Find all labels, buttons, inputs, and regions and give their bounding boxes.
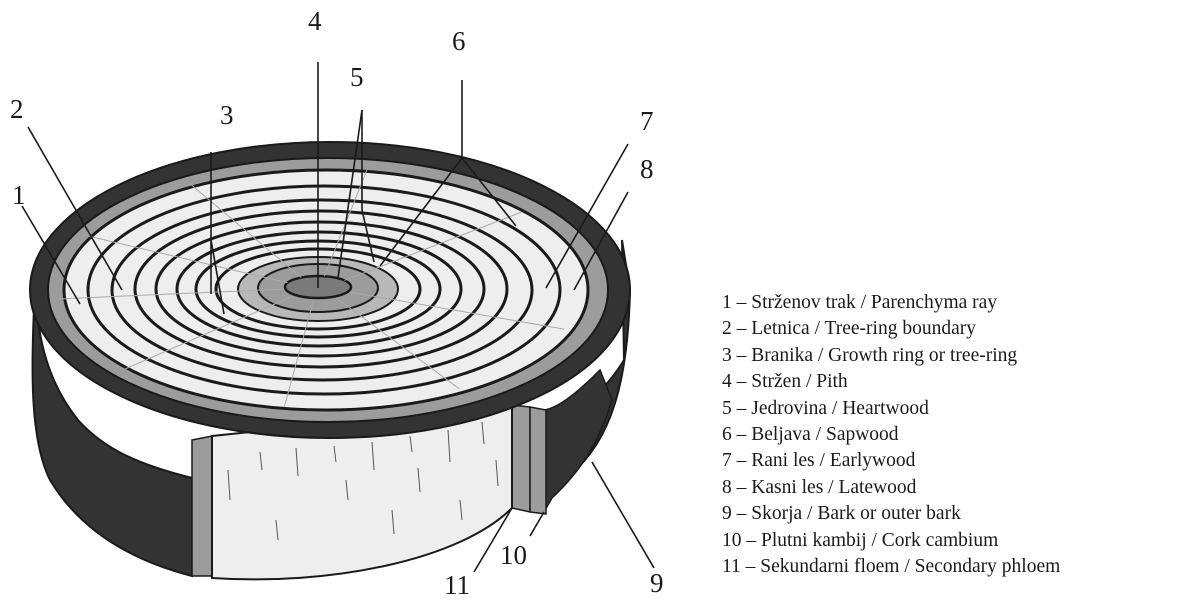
tree-rings — [86, 184, 562, 396]
parenchyma-ray-line — [344, 211, 522, 281]
legend-item-6: 6 – Beljava / Sapwood — [722, 424, 899, 446]
label-10: 10 — [500, 540, 527, 570]
label-4: 4 — [308, 6, 322, 36]
leader-11 — [473, 507, 513, 573]
leader-1 — [21, 205, 81, 305]
parenchyma-ray-line — [189, 183, 302, 278]
cambium-right-strip — [529, 406, 547, 515]
label-7: 7 — [640, 106, 654, 136]
legend: 1 – Strženov trak / Parenchyma ray 2 – L… — [722, 290, 1060, 580]
label-3: 3 — [220, 100, 234, 130]
legend-item-8: 8 – Kasni les / Latewood — [722, 476, 917, 498]
wood-grain-lines — [227, 421, 499, 541]
label-6: 6 — [452, 26, 466, 56]
bark-right-cut-face — [543, 368, 613, 515]
leader-3b — [210, 239, 225, 315]
legend-item-9: 9 – Skorja / Bark or outer bark — [722, 503, 961, 525]
leader-lines — [21, 62, 655, 573]
legend-item-5: 5 – Jedrovina / Heartwood — [722, 397, 929, 419]
phloem-side — [191, 404, 547, 577]
leader-5a — [337, 109, 363, 279]
phloem-right-strip — [511, 404, 531, 513]
phloem-left-strip — [191, 435, 213, 577]
number-labels: 1 2 3 4 5 6 7 8 9 10 11 — [10, 6, 664, 600]
leader-7 — [545, 143, 629, 289]
legend-item-1: 1 – Strženov trak / Parenchyma ray — [722, 292, 998, 313]
legend-item-2: 2 – Letnica / Tree-ring boundary — [722, 318, 976, 340]
wood-side-fill — [211, 403, 513, 581]
leader-8 — [573, 191, 629, 291]
label-11: 11 — [444, 570, 470, 600]
parenchyma-ray-line — [57, 288, 285, 300]
legend-item-3: 3 – Branika / Growth ring or tree-ring — [722, 344, 1018, 366]
label-9: 9 — [650, 568, 664, 598]
bark-left-side — [31, 269, 193, 578]
tree-ring-boundary — [110, 198, 534, 382]
label-5: 5 — [350, 62, 364, 92]
leader-9 — [591, 461, 655, 569]
wood-side-face — [211, 403, 513, 581]
top-face — [29, 141, 631, 439]
legend-item-11: 11 – Sekundarni floem / Secondary phloem — [722, 556, 1061, 578]
parenchyma-ray-line — [283, 299, 315, 408]
label-8: 8 — [640, 154, 654, 184]
parenchyma-ray-line — [349, 291, 565, 330]
tree-ring-boundary — [154, 220, 486, 358]
legend-item-10: 10 – Plutni kambij / Cork cambium — [722, 529, 999, 551]
leader-6c — [461, 157, 517, 227]
leader-6b — [379, 157, 463, 267]
tree-ring-boundary — [133, 209, 509, 369]
parenchyma-ray-line — [124, 295, 294, 370]
leader-2 — [27, 126, 123, 291]
tree-ring-boundary — [86, 184, 562, 396]
legend-item-7: 7 – Rani les / Earlywood — [722, 450, 916, 472]
leader-5c — [361, 209, 375, 263]
leader-10 — [529, 511, 545, 537]
parenchyma-ray-line — [82, 234, 288, 284]
parenchyma-ray-line — [336, 297, 460, 390]
label-2: 2 — [10, 94, 24, 124]
legend-item-4: 4 – Stržen / Pith — [722, 371, 848, 393]
tree-ring-boundary — [175, 230, 463, 348]
label-1: 1 — [12, 180, 26, 210]
